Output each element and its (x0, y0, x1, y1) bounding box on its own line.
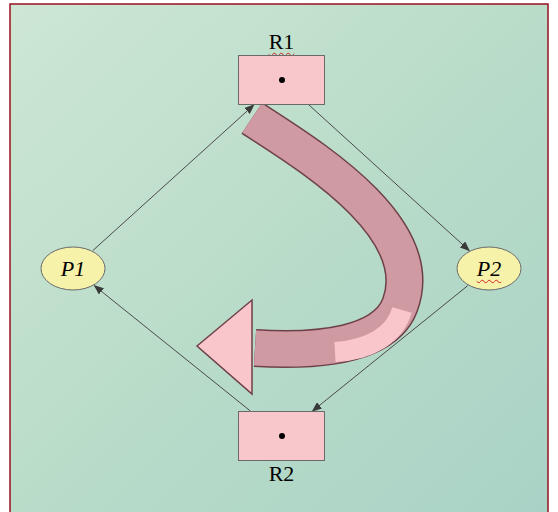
process-label: P1 (40, 256, 106, 282)
allocation-arrow (94, 286, 250, 411)
resource-label: R1 (238, 29, 325, 55)
resource-box (238, 55, 325, 105)
allocation-arrow (313, 286, 468, 411)
resource-instance-dot (279, 433, 285, 439)
slide-panel (10, 4, 548, 512)
resource-node: R1 (238, 29, 325, 105)
resource-box (238, 411, 325, 461)
process-node: P1 (40, 246, 106, 291)
allocation-arrow (93, 105, 254, 251)
resource-instance-dot (279, 77, 285, 83)
resource-node: R2 (238, 411, 325, 487)
resource-label: R2 (238, 461, 325, 487)
process-node: P2 (456, 246, 522, 291)
allocation-arrow (309, 105, 469, 251)
process-label: P2 (456, 256, 522, 282)
cycle-arrow (197, 118, 404, 394)
